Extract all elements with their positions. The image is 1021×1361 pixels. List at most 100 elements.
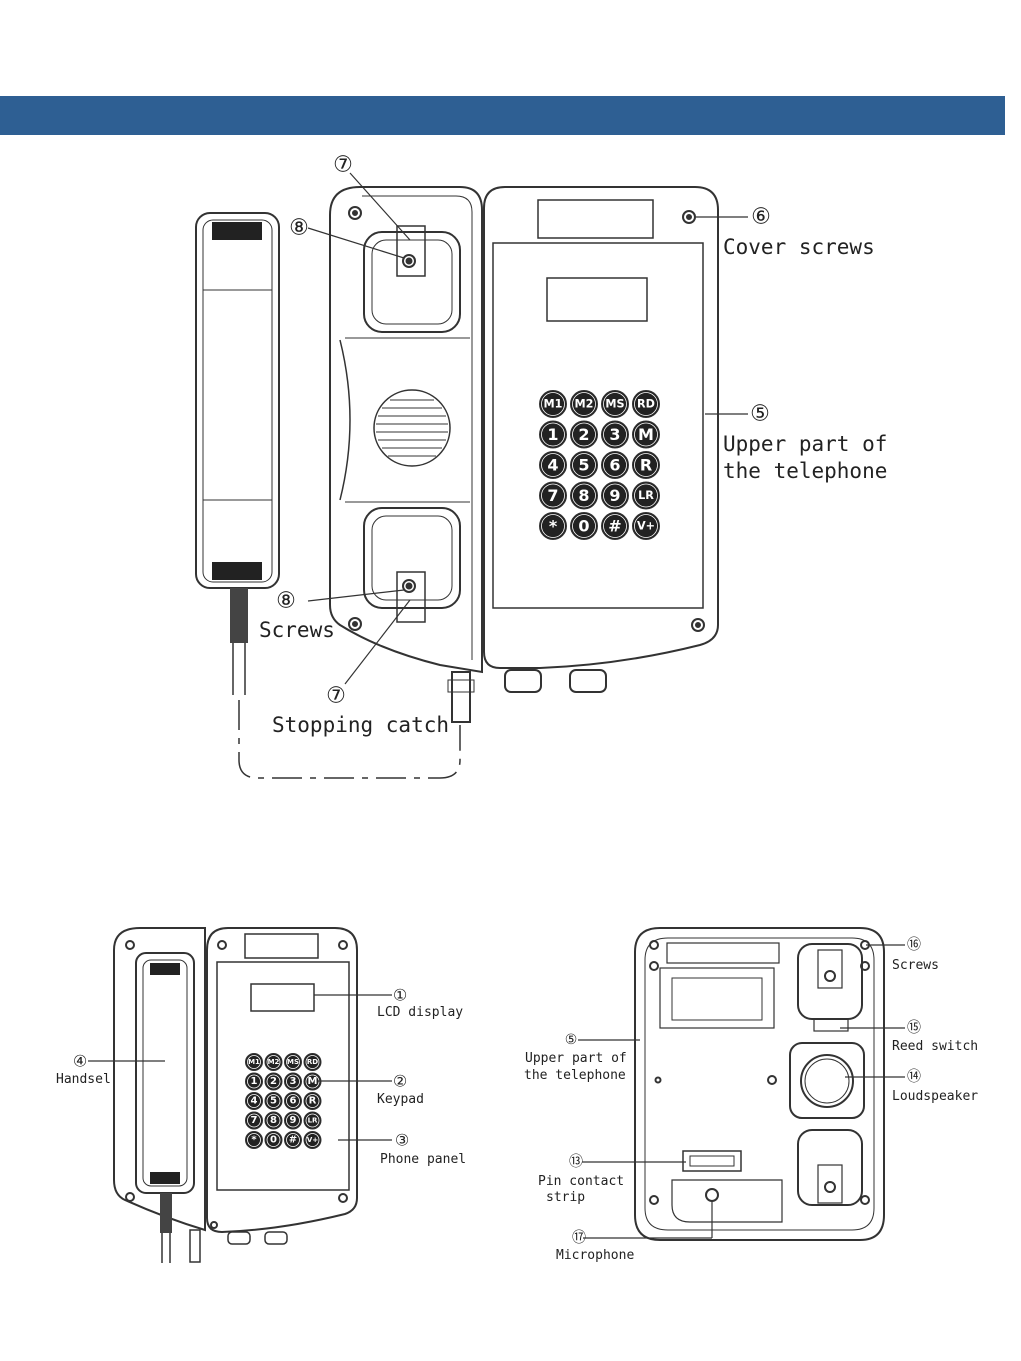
label-pin-contact-line2: strip — [546, 1190, 585, 1205]
callout-14: ⑭ — [907, 1069, 921, 1085]
top-key-ring-2-3 — [634, 453, 658, 477]
callout-4: ④ — [73, 1052, 87, 1071]
front-key-label-2-0: 4 — [251, 1096, 258, 1107]
top-key-ring-2-0 — [541, 453, 565, 477]
top-key-label-0-0: M1 — [544, 398, 563, 411]
label-pin-contact-line1: Pin contact — [538, 1174, 624, 1189]
top-key-label-4-0: * — [549, 517, 558, 536]
front-key-ring-4-1 — [266, 1133, 281, 1147]
front-key-label-2-3: R — [309, 1096, 317, 1107]
label-back-screws: Screws — [892, 958, 939, 973]
top-key-label-2-3: R — [640, 456, 652, 475]
top-key-2-0 — [539, 451, 567, 479]
front-key-3-0 — [245, 1111, 263, 1130]
top-key-ring-0-2 — [603, 392, 627, 416]
top-key-ring-4-2 — [603, 514, 627, 538]
top-key-2-2 — [601, 451, 629, 479]
top-key-1-3 — [632, 420, 660, 449]
front-key-0-3 — [303, 1053, 322, 1071]
front-key-label-0-1: M2 — [268, 1058, 280, 1066]
top-key-label-0-2: MS — [605, 398, 624, 411]
callout-1: ① — [393, 986, 407, 1005]
top-key-0-2 — [601, 390, 629, 418]
label-cover-screws: Cover screws — [723, 235, 875, 259]
front-key-3-2 — [284, 1111, 302, 1130]
top-key-ring-0-0 — [541, 392, 565, 416]
front-key-label-1-1: 2 — [270, 1076, 277, 1087]
top-key-4-2 — [601, 512, 629, 540]
top-key-ring-1-0 — [541, 422, 565, 447]
top-key-4-1 — [570, 512, 598, 540]
callout-17: ⑰ — [572, 1230, 586, 1246]
front-key-label-2-1: 5 — [270, 1096, 277, 1107]
front-key-4-0 — [245, 1131, 263, 1149]
front-key-ring-3-2 — [286, 1113, 300, 1128]
callout-8-bottom: ⑧ — [276, 589, 296, 614]
callout-5: ⑤ — [750, 402, 770, 427]
top-key-0-0 — [539, 390, 567, 418]
top-key-3-3 — [632, 481, 660, 510]
front-key-3-3 — [303, 1111, 322, 1130]
top-key-label-1-2: 3 — [609, 425, 620, 444]
callout-7-bottom: ⑦ — [326, 684, 346, 709]
front-key-ring-4-3 — [305, 1133, 320, 1147]
top-key-ring-2-2 — [603, 453, 627, 477]
top-key-4-0 — [539, 512, 567, 540]
front-key-label-3-0: 7 — [251, 1115, 258, 1126]
front-key-4-2 — [284, 1131, 302, 1149]
top-key-ring-3-1 — [572, 483, 596, 508]
top-key-1-2 — [601, 420, 629, 449]
front-key-ring-0-0 — [247, 1055, 261, 1069]
front-key-label-4-2: # — [289, 1135, 297, 1146]
front-key-label-3-2: 9 — [290, 1115, 297, 1126]
front-callout-lines — [88, 994, 392, 1141]
front-key-label-3-1: 8 — [270, 1115, 277, 1126]
top-key-label-3-2: 9 — [609, 486, 620, 505]
front-key-ring-2-0 — [247, 1094, 261, 1108]
front-key-ring-0-1 — [266, 1055, 281, 1069]
top-key-3-2 — [601, 481, 629, 510]
front-key-ring-3-1 — [266, 1113, 281, 1128]
front-key-ring-1-1 — [266, 1074, 281, 1089]
front-key-label-3-3: LR — [308, 1117, 318, 1125]
label-back-upper-part-line1: Upper part of — [525, 1051, 627, 1066]
callout-13: ⑬ — [569, 1154, 583, 1170]
front-key-1-2 — [284, 1072, 302, 1091]
front-key-2-2 — [284, 1092, 302, 1110]
front-key-0-1 — [264, 1053, 283, 1071]
top-housing — [329, 186, 719, 723]
front-key-ring-1-2 — [286, 1074, 300, 1089]
front-key-ring-3-0 — [247, 1113, 261, 1128]
front-key-label-0-3: RD — [307, 1058, 318, 1066]
top-callout-lines — [307, 172, 748, 685]
front-key-1-0 — [245, 1072, 263, 1091]
label-stopping-catch: Stopping catch — [272, 713, 449, 737]
front-key-ring-3-3 — [305, 1113, 320, 1128]
front-key-ring-4-2 — [286, 1133, 300, 1147]
top-key-label-2-2: 6 — [609, 456, 620, 475]
callout-2: ② — [393, 1072, 407, 1091]
front-key-label-1-0: 1 — [251, 1076, 258, 1087]
top-key-0-3 — [632, 390, 660, 418]
top-key-label-4-3: V+ — [637, 520, 655, 533]
top-key-label-4-1: 0 — [578, 517, 589, 536]
front-key-2-1 — [264, 1092, 283, 1110]
top-key-ring-4-0 — [541, 514, 565, 538]
top-key-label-2-1: 5 — [578, 456, 589, 475]
top-key-ring-1-2 — [603, 422, 627, 447]
label-loudspeaker: Loudspeaker — [892, 1089, 978, 1104]
front-key-2-3 — [303, 1092, 322, 1110]
front-key-0-2 — [284, 1053, 302, 1071]
top-key-label-1-1: 2 — [578, 425, 589, 444]
front-key-ring-1-0 — [247, 1074, 261, 1089]
top-key-label-3-3: LR — [638, 489, 654, 502]
back-telephone-diagram — [578, 927, 905, 1241]
front-key-2-0 — [245, 1092, 263, 1110]
label-phone-panel: Phone panel — [380, 1152, 466, 1167]
top-key-2-3 — [632, 451, 660, 479]
callout-8-top: ⑧ — [289, 216, 309, 241]
front-key-label-4-1: 0 — [270, 1135, 277, 1146]
label-back-upper-part-line2: the telephone — [524, 1068, 626, 1083]
